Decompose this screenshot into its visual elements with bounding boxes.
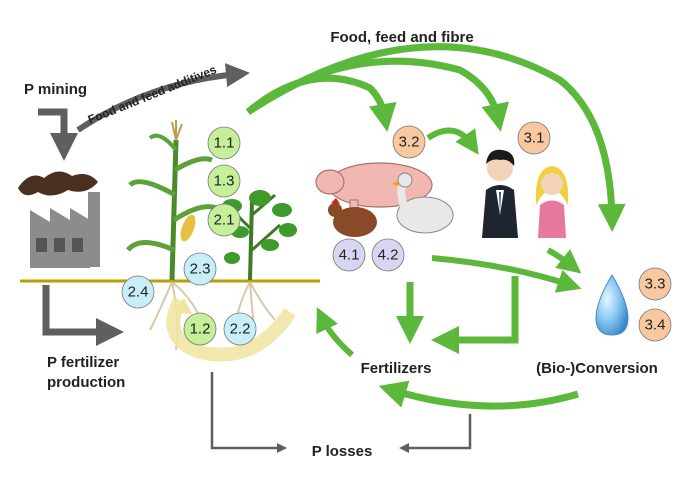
additives-arrow bbox=[76, 63, 250, 133]
svg-text:1.3: 1.3 bbox=[214, 173, 235, 190]
flow-animals-to-people bbox=[426, 127, 479, 155]
mining-arrow bbox=[38, 108, 78, 161]
svg-text:3.4: 3.4 bbox=[645, 317, 666, 334]
people-icon bbox=[482, 149, 569, 238]
svg-text:4.2: 4.2 bbox=[378, 247, 399, 264]
badge-1-1: 1.1 bbox=[207, 126, 241, 160]
flow-conversion-to-fertilizers bbox=[378, 380, 579, 410]
badge-4-1: 4.1 bbox=[332, 238, 366, 272]
flow-people-to-conversion bbox=[546, 247, 582, 274]
water-drop-icon bbox=[595, 274, 629, 336]
badges: 1.1 1.3 2.1 2.3 2.4 1.2 2.2 3.2 3.1 4.1 … bbox=[121, 121, 672, 346]
label-p-fertilizer-line1: P fertilizer bbox=[47, 354, 119, 371]
label-bio-conversion: (Bio-)Conversion bbox=[536, 360, 658, 377]
badge-1-3: 1.3 bbox=[207, 164, 241, 198]
badge-3-2: 3.2 bbox=[392, 125, 426, 159]
loss-arrow-left bbox=[210, 372, 287, 453]
svg-text:2.4: 2.4 bbox=[128, 284, 149, 301]
flow-fertilizers-to-plants bbox=[316, 307, 355, 358]
flow-plants-to-conversion bbox=[246, 43, 626, 232]
badge-3-1: 3.1 bbox=[517, 121, 551, 155]
label-fertilizers: Fertilizers bbox=[361, 360, 432, 377]
svg-text:3.1: 3.1 bbox=[524, 130, 545, 147]
badge-1-2: 1.2 bbox=[183, 312, 217, 346]
flow-animals-to-conversion bbox=[431, 255, 582, 293]
badge-2-1: 2.1 bbox=[207, 203, 241, 237]
label-p-losses: P losses bbox=[312, 443, 373, 460]
badge-2-4: 2.4 bbox=[121, 275, 155, 309]
badge-2-2: 2.2 bbox=[223, 312, 257, 346]
flow-people-to-fertilizers bbox=[431, 276, 519, 354]
svg-text:1.1: 1.1 bbox=[214, 135, 235, 152]
label-food-feed-fibre: Food, feed and fibre bbox=[330, 29, 473, 46]
label-p-mining: P mining bbox=[24, 81, 87, 98]
badge-2-3: 2.3 bbox=[183, 252, 217, 286]
label-food-feed-additives: Food and feed additives bbox=[86, 62, 219, 127]
label-p-fertilizer-line2: production bbox=[47, 374, 125, 391]
badge-4-2: 4.2 bbox=[371, 238, 405, 272]
livestock-icon bbox=[315, 162, 454, 237]
badge-3-3: 3.3 bbox=[638, 267, 672, 301]
fertilizer-production-arrow bbox=[42, 285, 124, 346]
svg-text:3.3: 3.3 bbox=[645, 276, 666, 293]
svg-text:2.3: 2.3 bbox=[190, 261, 211, 278]
svg-text:4.1: 4.1 bbox=[339, 247, 360, 264]
factory-icon bbox=[18, 171, 100, 268]
svg-text:2.1: 2.1 bbox=[214, 212, 235, 229]
badge-3-4: 3.4 bbox=[638, 308, 672, 342]
green-flows bbox=[245, 43, 626, 410]
svg-text:1.2: 1.2 bbox=[190, 321, 211, 338]
svg-text:2.2: 2.2 bbox=[230, 321, 251, 338]
gray-flows bbox=[38, 63, 472, 453]
svg-text:3.2: 3.2 bbox=[399, 134, 420, 151]
loss-arrow-right bbox=[399, 414, 472, 453]
